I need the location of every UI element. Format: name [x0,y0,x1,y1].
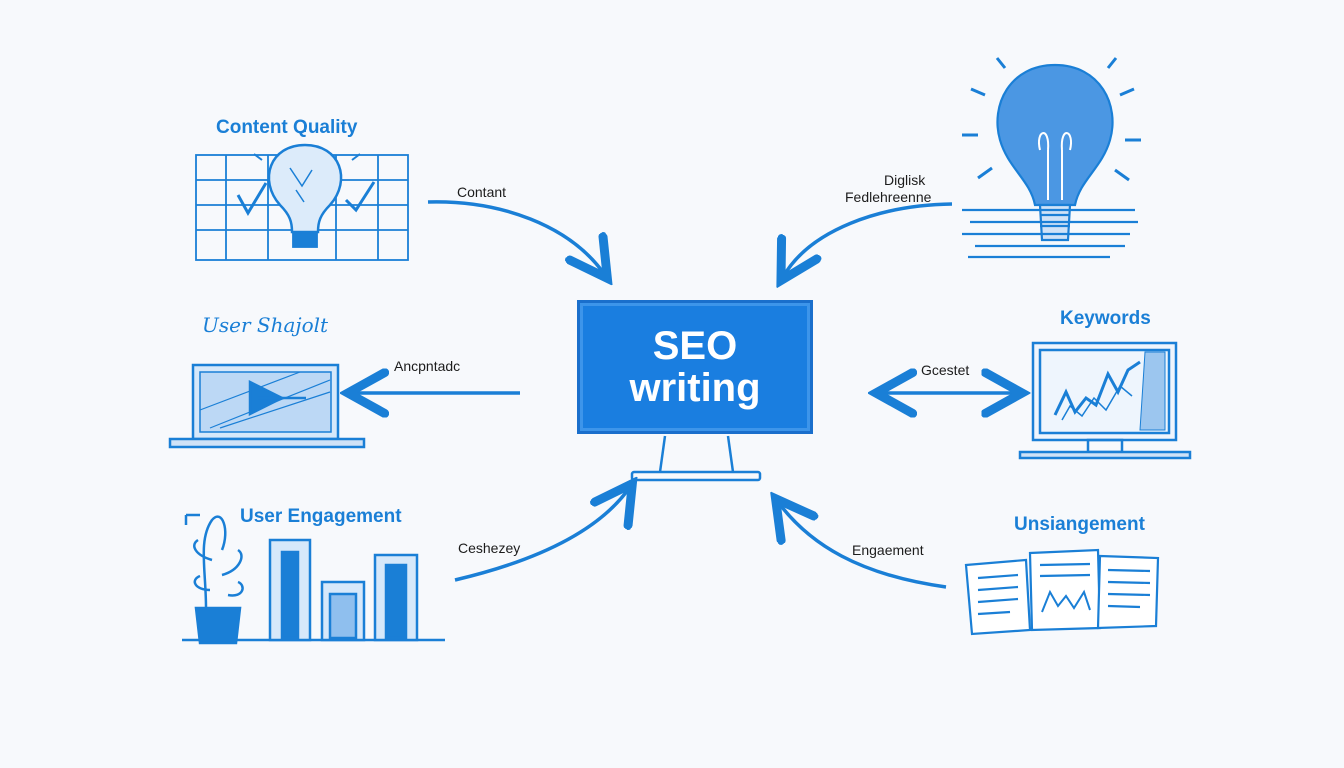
arrow-bulb-to-center [783,202,953,277]
user-engagement-illustration [182,513,445,645]
center-title-line1: SEO [652,324,738,368]
content-quality-title: Content Quality [216,117,358,138]
edge-label-right-mid: Gcestet [921,362,970,378]
edge-label-bottom-left: Ceshezey [458,540,521,556]
edge-label-left-mid: Ancpntadc [394,358,461,374]
user-engagement-title: User Engagement [240,506,402,527]
center-title-line2: writing [629,366,761,410]
keywords-monitor-illustration [1018,341,1192,460]
content-quality-illustration [195,124,409,261]
monitor-stand [630,435,762,482]
arrow-docs-to-center [778,502,947,589]
video-laptop-illustration [168,363,366,449]
arrow-engagement-to-center [454,487,630,582]
lightbulb-illustration [962,57,1141,259]
edge-label-content: Contant [457,184,507,200]
edge-label-bottom-right: Engaement [852,542,924,558]
seo-writing-box: SEO writing [577,300,813,434]
unsiangement-title: Unsiangement [1014,514,1145,535]
arrow-content-quality-to-center [427,200,605,275]
edge-label-top-right-1: Diglisk [884,172,926,188]
edge-label-top-right-2: Fedlehreenne [845,189,932,205]
keywords-title: Keywords [1060,308,1151,329]
user-script-title: User Shajolt [202,313,329,337]
documents-illustration [964,548,1160,636]
